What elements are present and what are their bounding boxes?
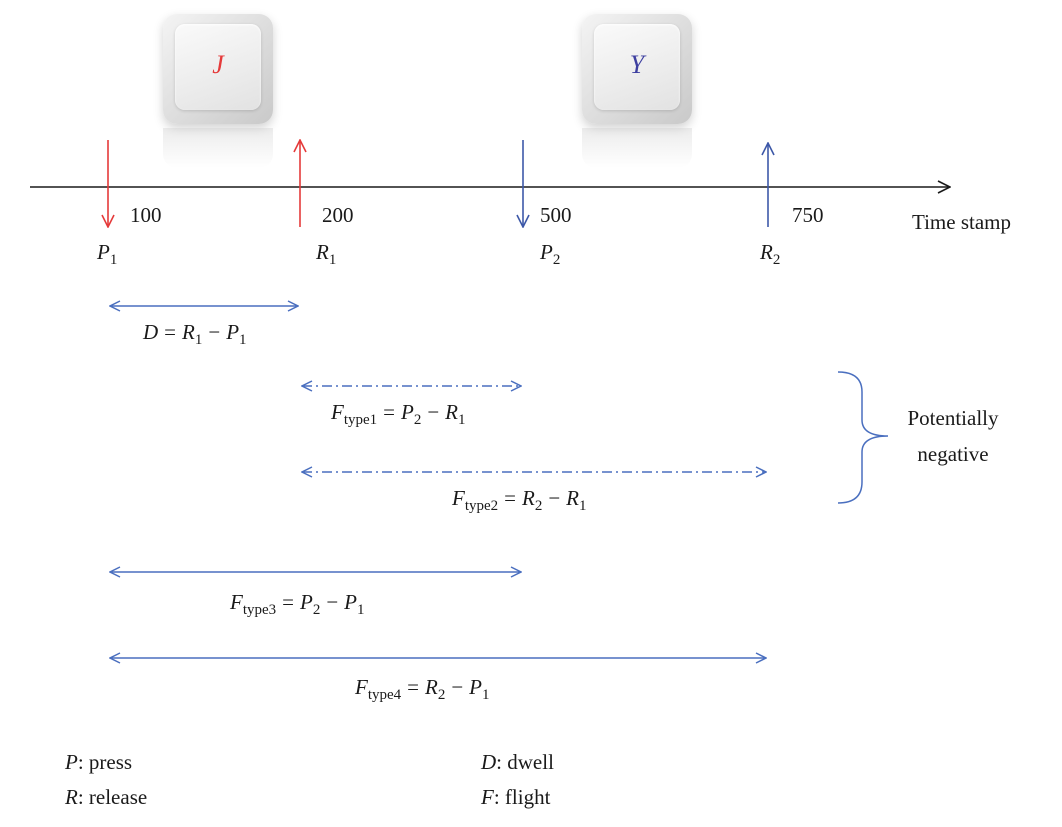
key-j: J [163, 14, 273, 124]
axis-label: Time stamp [912, 210, 1011, 234]
brace-label-line1: Potentially [907, 406, 999, 430]
formula-type2: Ftype2=R2−R1 [452, 486, 587, 514]
formula-dwell: D=R1−P1 [143, 320, 247, 348]
brace-label-line2: negative [917, 442, 989, 466]
key-y-letter: Y [629, 50, 645, 79]
time-label-p1: 100 [130, 203, 162, 227]
key-j-reflection [163, 128, 273, 168]
event-name-p2: P2 [540, 240, 561, 268]
time-label-r2: 750 [792, 203, 824, 227]
legend-release: R: release [65, 785, 148, 809]
event-name-p1: P1 [97, 240, 118, 268]
time-label-p2: 500 [540, 203, 572, 227]
key-y-reflection [582, 128, 692, 168]
legend-press: P: press [65, 750, 133, 774]
negative-brace [837, 371, 889, 504]
legend-flight: F: flight [481, 785, 551, 809]
formula-type1: Ftype1=P2−R1 [331, 400, 466, 428]
event-name-r2: R2 [760, 240, 781, 268]
time-label-r1: 200 [322, 203, 354, 227]
formula-type4: Ftype4=R2−P1 [355, 675, 490, 703]
event-name-r1: R1 [316, 240, 337, 268]
legend-dwell: D: dwell [481, 750, 554, 774]
formula-type3: Ftype3=P2−P1 [230, 590, 365, 618]
key-j-letter: J [212, 50, 224, 79]
key-y: Y [582, 14, 692, 124]
